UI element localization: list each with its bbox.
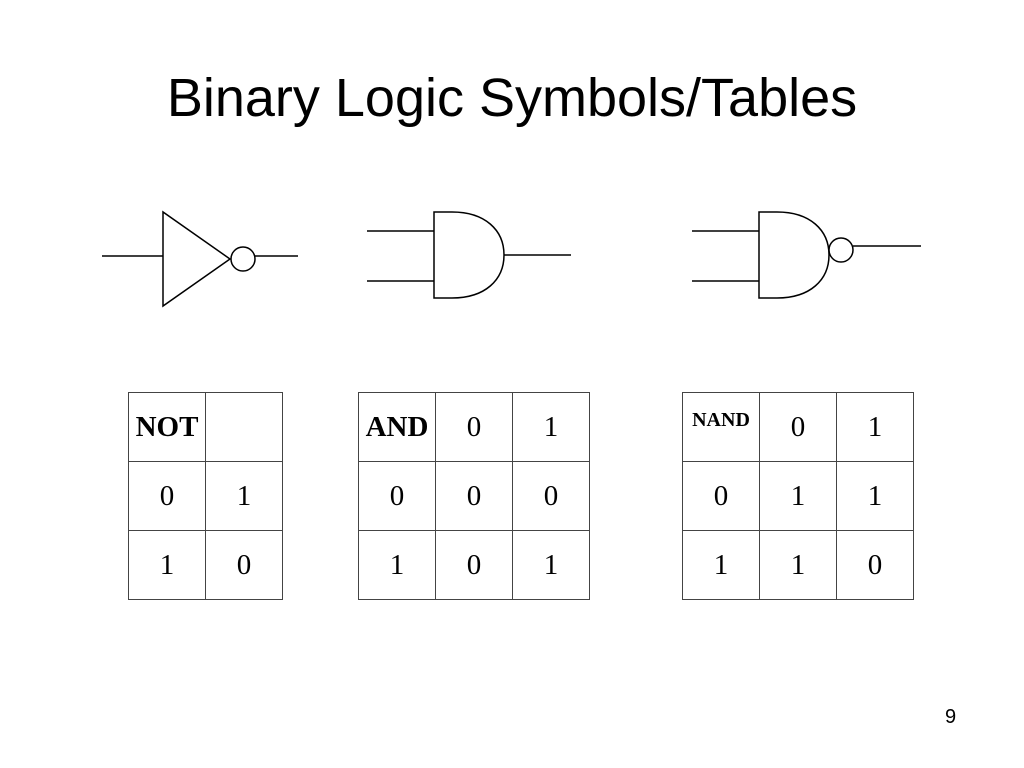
- not-gate-inversion-bubble: [230, 246, 256, 272]
- table-header-cell: 1: [836, 392, 914, 462]
- table-input-cell: 0: [128, 461, 206, 531]
- table-header-cell: 0: [435, 392, 513, 462]
- table-row: NOT: [128, 392, 283, 462]
- table-corner-label: NAND: [682, 392, 760, 462]
- table-output-cell: 0: [435, 530, 513, 600]
- table-header-cell: 1: [512, 392, 590, 462]
- table-input-cell: 0: [358, 461, 436, 531]
- table-input-cell: 0: [682, 461, 760, 531]
- table-output-cell: 0: [205, 530, 283, 600]
- table-output-cell: 1: [512, 530, 590, 600]
- not-gate-triangle: [162, 210, 232, 308]
- table-output-cell: 1: [759, 530, 837, 600]
- not-truth-table: NOT 0 1 1 0: [128, 392, 283, 600]
- table-input-cell: 1: [358, 530, 436, 600]
- and-gate-body: [433, 211, 505, 299]
- table-output-cell: 0: [435, 461, 513, 531]
- not-gate-icon: [102, 210, 298, 308]
- table-row: NAND 0 1: [682, 392, 914, 462]
- table-output-cell: 1: [836, 461, 914, 531]
- table-input-cell: 1: [682, 530, 760, 600]
- table-header-cell: [205, 392, 283, 462]
- nand-truth-table: NAND 0 1 0 1 1 1 1 0: [682, 392, 914, 600]
- table-row: 1 0 1: [358, 530, 590, 600]
- nand-gate-body: [758, 211, 830, 299]
- page-title: Binary Logic Symbols/Tables: [166, 68, 858, 128]
- table-row: 0 1 1: [682, 461, 914, 531]
- and-gate-icon: [367, 211, 571, 299]
- nand-gate-inversion-bubble: [828, 237, 854, 263]
- table-corner-label: AND: [358, 392, 436, 462]
- table-row: 1 0: [128, 530, 283, 600]
- page-number: 9: [945, 706, 957, 728]
- table-row: 0 0 0: [358, 461, 590, 531]
- table-output-cell: 0: [512, 461, 590, 531]
- nand-gate-icon: [692, 211, 921, 299]
- table-row: AND 0 1: [358, 392, 590, 462]
- table-output-cell: 1: [759, 461, 837, 531]
- table-output-cell: 0: [836, 530, 914, 600]
- table-header-cell: 0: [759, 392, 837, 462]
- table-input-cell: 1: [128, 530, 206, 600]
- table-corner-label: NOT: [128, 392, 206, 462]
- and-truth-table: AND 0 1 0 0 0 1 0 1: [358, 392, 590, 600]
- table-row: 0 1: [128, 461, 283, 531]
- table-output-cell: 1: [205, 461, 283, 531]
- table-row: 1 1 0: [682, 530, 914, 600]
